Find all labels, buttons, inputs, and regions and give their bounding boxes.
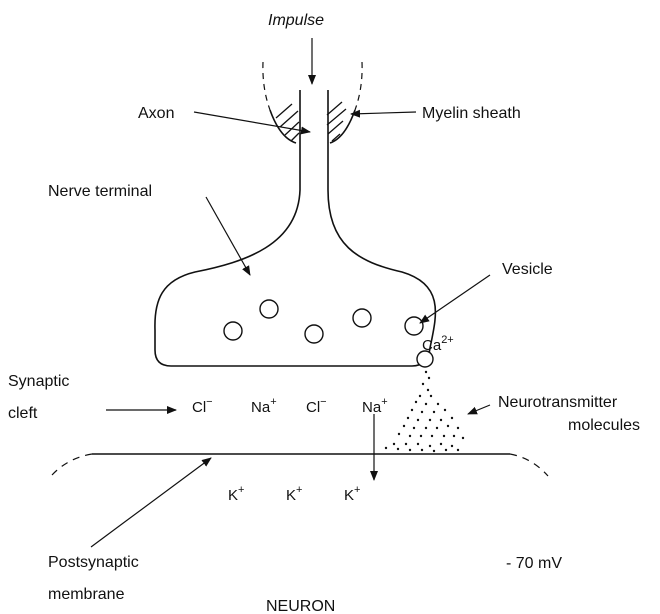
neurotransmitter-dot bbox=[407, 417, 409, 419]
myelin-arrow bbox=[351, 112, 416, 114]
myelin-hatching-left bbox=[276, 104, 299, 141]
neurotransmitter-dot bbox=[429, 419, 431, 421]
neurotransmitter-dot bbox=[417, 419, 419, 421]
neurotransmitter-dot bbox=[425, 403, 427, 405]
neurotransmitter-label-line2: molecules bbox=[568, 417, 640, 434]
neurotransmitter-dot bbox=[430, 395, 432, 397]
synaptic-cleft-label-line1: Synaptic bbox=[8, 373, 69, 390]
membrane-dash-right bbox=[510, 454, 548, 476]
neurotransmitter-dot bbox=[409, 449, 411, 451]
ion-sodium: Na+ bbox=[251, 396, 277, 416]
myelin-outline-left bbox=[263, 62, 270, 110]
vesicle bbox=[405, 317, 423, 335]
neurotransmitter-dot bbox=[443, 435, 445, 437]
ion-chloride: Cl− bbox=[306, 396, 327, 416]
neurotransmitter-dot bbox=[425, 427, 427, 429]
neurotransmitter-dot bbox=[445, 449, 447, 451]
neurotransmitter-dot bbox=[457, 449, 459, 451]
neurotransmitter-dot bbox=[444, 409, 446, 411]
membrane-dash-left bbox=[52, 454, 92, 475]
neurotransmitter-dot bbox=[393, 443, 395, 445]
neurotransmitter-dot bbox=[427, 389, 429, 391]
neurotransmitter-dot bbox=[436, 427, 438, 429]
vesicle bbox=[305, 325, 323, 343]
nerve-terminal-label: Nerve terminal bbox=[48, 183, 152, 200]
vesicle bbox=[260, 300, 278, 318]
neurotransmitter-dot bbox=[451, 417, 453, 419]
neurotransmitter-dot bbox=[411, 409, 413, 411]
neurotransmitter-dot bbox=[462, 437, 464, 439]
neurotransmitter-arrow bbox=[468, 405, 490, 414]
neurotransmitter-dot bbox=[437, 403, 439, 405]
vesicles bbox=[224, 300, 433, 367]
neuron-label: NEURON bbox=[266, 598, 335, 614]
neurotransmitter-dot bbox=[451, 445, 453, 447]
neurotransmitter-dot bbox=[403, 425, 405, 427]
neurotransmitter-dot bbox=[421, 449, 423, 451]
neurotransmitter-dot bbox=[440, 443, 442, 445]
myelin-left-outer bbox=[270, 110, 296, 143]
membrane-potential-label: - 70 mV bbox=[506, 555, 562, 572]
neurotransmitter-dot bbox=[417, 443, 419, 445]
vesicle bbox=[224, 322, 242, 340]
neurotransmitter-dot bbox=[397, 448, 399, 450]
ion-potassium: K+ bbox=[344, 484, 360, 504]
neurotransmitter-dot bbox=[433, 411, 435, 413]
vesicle-arrow bbox=[420, 275, 490, 323]
ion-potassium: K+ bbox=[286, 484, 302, 504]
neurotransmitter-dot bbox=[385, 447, 387, 449]
ion-potassium: K+ bbox=[228, 484, 244, 504]
neurotransmitter-dot bbox=[420, 435, 422, 437]
neurotransmitter-dot bbox=[419, 395, 421, 397]
ion-sodium: Na+ bbox=[362, 396, 388, 416]
neurotransmitter-molecules bbox=[385, 371, 464, 452]
neurotransmitter-dot bbox=[415, 401, 417, 403]
nerve-terminal-outline bbox=[155, 90, 435, 366]
neurotransmitter-dot bbox=[405, 443, 407, 445]
neurotransmitter-dot bbox=[421, 411, 423, 413]
neurotransmitter-dot bbox=[422, 383, 424, 385]
vesicle bbox=[353, 309, 371, 327]
neurotransmitter-dot bbox=[453, 435, 455, 437]
neurotransmitter-dot bbox=[413, 427, 415, 429]
myelin-right-outer bbox=[330, 110, 355, 143]
synaptic-cleft-label-line2: cleft bbox=[8, 405, 38, 422]
neurotransmitter-dot bbox=[425, 371, 427, 373]
neurotransmitter-dot bbox=[428, 377, 430, 379]
neurotransmitter-dot bbox=[429, 445, 431, 447]
myelin-sheath-label: Myelin sheath bbox=[422, 105, 521, 122]
neurotransmitter-dot bbox=[457, 427, 459, 429]
postsynaptic-arrow bbox=[91, 458, 211, 547]
ion-chloride: Cl− bbox=[192, 396, 213, 416]
neurotransmitter-label-line1: Neurotransmitter bbox=[498, 394, 618, 411]
neurotransmitter-dot bbox=[398, 433, 400, 435]
vesicle-label: Vesicle bbox=[502, 261, 553, 278]
myelin-hatching-right bbox=[327, 102, 346, 141]
neurotransmitter-dot bbox=[431, 435, 433, 437]
impulse-label: Impulse bbox=[268, 12, 324, 29]
neurotransmitter-dot bbox=[447, 425, 449, 427]
ion-calcium: Ca2+ bbox=[422, 334, 454, 354]
neurotransmitter-dot bbox=[433, 450, 435, 452]
axon-label: Axon bbox=[138, 105, 174, 122]
neurotransmitter-dot bbox=[440, 419, 442, 421]
neurotransmitter-dot bbox=[409, 435, 411, 437]
myelin-outline-right bbox=[355, 62, 362, 110]
postsynaptic-label-line2: membrane bbox=[48, 586, 125, 603]
postsynaptic-label-line1: Postsynaptic bbox=[48, 554, 139, 571]
